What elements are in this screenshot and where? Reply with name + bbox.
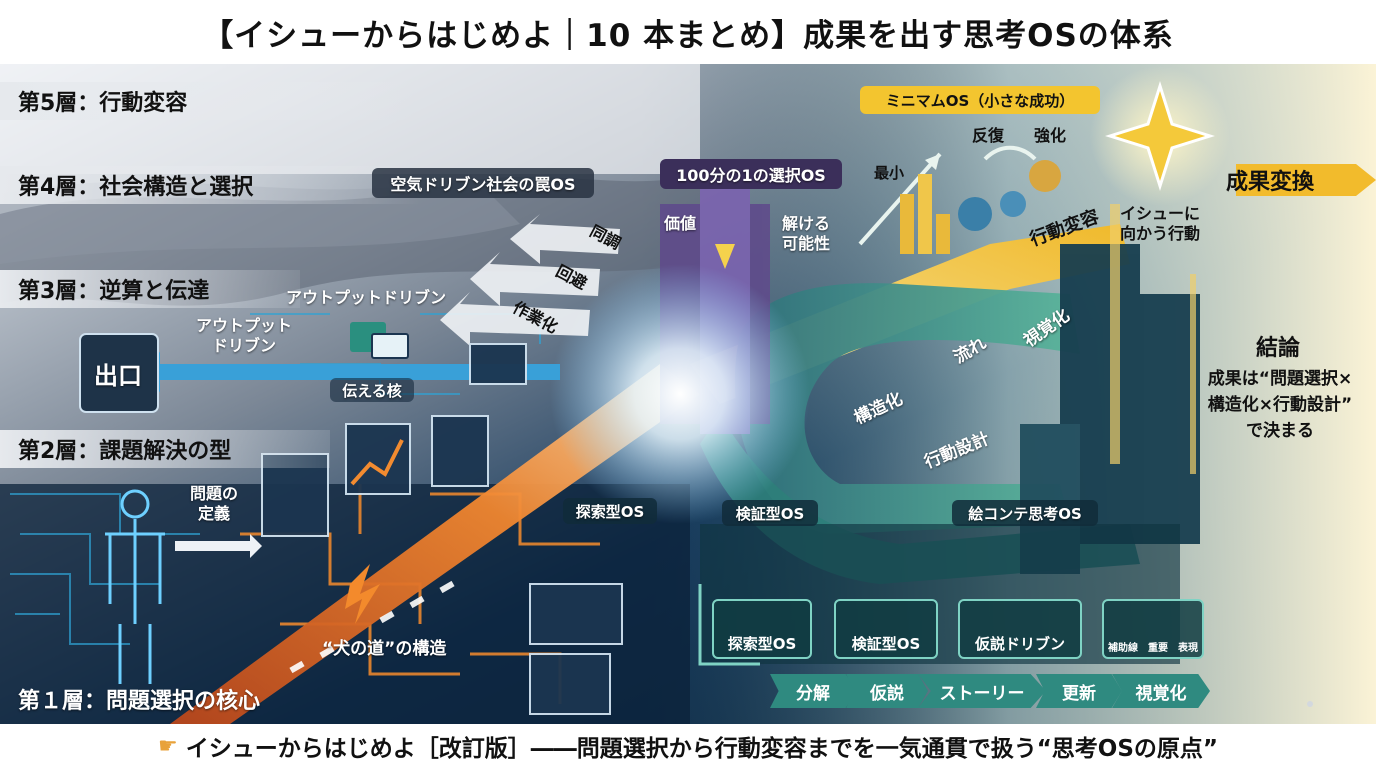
problem-definition-label: 問題の 定義 [190,484,239,523]
exit-arrow-label: アウトプット ドリブン [196,316,293,355]
minimum-os-label: ミニマムOS（小さな成功） [860,86,1100,114]
footer-text: イシューからはじめよ［改訂版］――問題選択から行動変容までを一気通貫で扱う“思考… [185,736,1219,762]
dog-path-label: “犬の道”の構造 [322,639,447,659]
stage-label: 仮説ドリブン [974,635,1065,653]
step-chevron: ストーリー [918,674,1046,708]
value-label: 価値 [664,214,697,233]
strengthen-label: 強化 [1034,126,1067,145]
page-title: 【イシューからはじめよ｜10 本まとめ】成果を出す思考OSの体系 [202,17,1174,54]
title-bar: 【イシューからはじめよ｜10 本まとめ】成果を出す思考OSの体系 [0,0,1376,64]
conclusion-heading: 結論 [1256,336,1301,361]
output-driven-label: アウトプットドリブン [286,288,447,307]
result-conversion-label: 成果変換 [1226,170,1315,195]
step-chevron: 視覚化 [1112,674,1210,708]
exit-box-label: 出口 [94,362,142,390]
explore-os-label: 探索型OS [563,498,657,524]
conclusion-body: 成果は“問題選択× 構造化×行動設計” で決まる [1207,369,1353,441]
toward-issue-label: イシューに 向かう行動 [1120,204,1201,243]
step-chevron: 更新 [1036,674,1122,708]
layer-3-label: 第3層：逆算と伝達 [0,270,300,308]
footer-bar: ☛ イシューからはじめよ［改訂版］――問題選択から行動変容までを一気通貫で扱う“… [0,724,1376,768]
select-os-label: 100分の1の選択OS [660,159,842,189]
diagram-canvas: 第5層：行動変容 第4層：社会構造と選択 第3層：逆算と伝達 第2層：課題解決の… [0,64,1376,724]
stage-box-hypothesis: 仮説ドリブン [958,599,1082,659]
stage-box-explore: 探索型OS [712,599,812,659]
stage-label: 探索型OS [727,635,797,653]
layer-4-label: 第4層：社会構造と選択 [0,166,420,204]
stage-box-visual: 補助線 重要 表現 [1102,599,1204,659]
solvable-label: 解ける 可能性 [782,214,831,253]
core-message-label: 伝える核 [330,378,414,402]
minimum-small-label: 最小 [874,164,905,182]
step-chevron: 仮説 [846,674,928,708]
repeat-label: 反復 [972,126,1005,145]
layer-2-label: 第2層：課題解決の型 [0,430,330,468]
layer-1-label: 第１層：問題選択の核心 [18,689,261,714]
layer-5-label: 第5層：行動変容 [0,82,420,120]
stage-label: 補助線 重要 表現 [1108,643,1198,654]
trap-os-label: 空気ドリブン社会の罠OS [372,168,594,198]
stage-label: 検証型OS [851,635,921,653]
step-chevron: 分解 [770,674,856,708]
stage-box-verify: 検証型OS [834,599,938,659]
storyboard-os-label: 絵コンテ思考OS [952,500,1098,526]
verify-os-label: 検証型OS [722,500,818,526]
pointing-hand-icon: ☛ [157,733,178,759]
